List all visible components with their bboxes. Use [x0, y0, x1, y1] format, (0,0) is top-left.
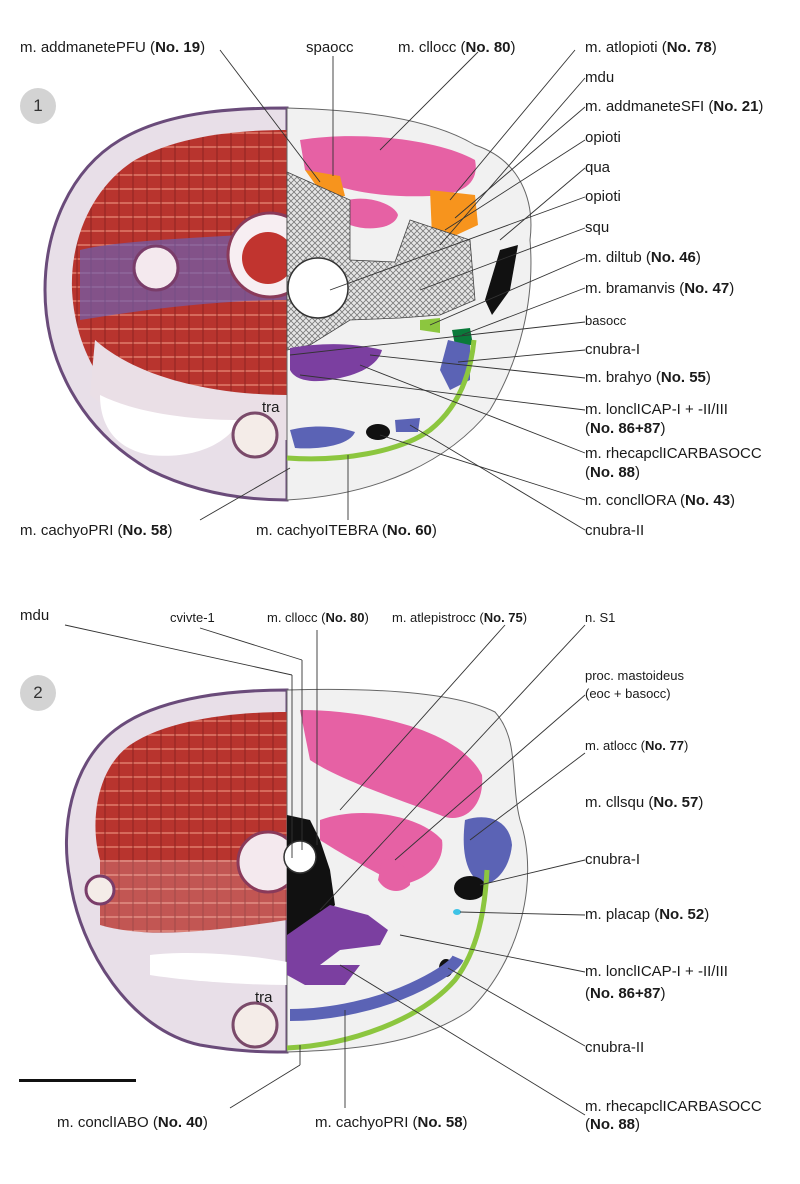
label-cachyotebra: m. cachyoITEBRA (No. 60): [256, 522, 437, 539]
label-squ: squ: [585, 219, 610, 236]
label-rhecap-2: m. rhecapclICARBASOCC: [585, 1098, 762, 1115]
label-cnubra-1: cnubra-I: [585, 341, 641, 358]
label-mdu: mdu: [585, 69, 615, 86]
label-lonccap-2: m. lonclICAP-I + -II/III: [585, 963, 728, 980]
panel-2-leader-lines: [64, 624, 586, 1116]
label-cachyopri-2: m. cachyoPRI (No. 58): [315, 1114, 468, 1131]
label-opioti-2: opioti: [585, 188, 621, 205]
panel-1-leader-lines: [199, 49, 586, 531]
label-cnubra-2: cnubra-II: [585, 522, 645, 539]
label-basocc: basocc: [585, 313, 627, 328]
label-n-s1: n. S1: [585, 610, 616, 625]
label-proc: proc. mastoideus: [585, 668, 684, 683]
label-diltub: m. diltub (No. 46): [585, 249, 701, 266]
label-placap: m. placap (No. 52): [585, 906, 710, 923]
label-cachyopri: m. cachyoPRI (No. 58): [20, 522, 173, 539]
label-cllocc: m. cllocc (No. 80): [398, 39, 516, 56]
label-opioti-1: opioti: [585, 129, 621, 146]
panel-2-schematic: [283, 688, 529, 1053]
label-atlepistrocc: m. atlepistrocc (No. 75): [392, 610, 528, 625]
label-concllora: m. concllORA (No. 43): [585, 492, 736, 509]
label-proc-2: (eoc + basocc): [585, 686, 671, 701]
label-tra-2: tra: [255, 989, 273, 1006]
label-tra: tra: [262, 399, 280, 416]
panel-2-badge: 2: [20, 675, 56, 711]
label-bramanvis: m. bramanvis (No. 47): [585, 280, 735, 297]
label-rhecap-num-2: (No. 88): [585, 1116, 641, 1133]
panel-2-histology: [64, 688, 300, 1054]
label-cnubra-2-2: cnubra-II: [585, 1039, 645, 1056]
label-rhecap: m. rhecapclICARBASOCC: [585, 445, 762, 462]
scale-bar: [19, 1079, 136, 1082]
panel-1-histology: [43, 106, 314, 502]
label-atlocc: m. atlocc (No. 77): [585, 738, 689, 753]
label-cnubra-1-2: cnubra-I: [585, 851, 641, 868]
panel-1-schematic: [286, 107, 532, 501]
label-brahyo: m. brahyo (No. 55): [585, 369, 711, 386]
label-lonccap: m. lonclICAP-I + -II/III: [585, 401, 728, 418]
label-conclabo: m. conclIABO (No. 40): [57, 1114, 208, 1131]
label-spaocc: spaocc: [306, 39, 354, 56]
label-addmanetepfu: m. addmanetePFU (No. 19): [20, 39, 206, 56]
label-cllocc-2: m. cllocc (No. 80): [267, 610, 369, 625]
label-atlopioti: m. atlopioti (No. 78): [585, 39, 717, 56]
label-qua: qua: [585, 159, 611, 176]
panel-1-badge: 1: [20, 88, 56, 124]
label-cllsqu: m. cllsqu (No. 57): [585, 794, 704, 811]
label-cvivte: cvivte-1: [170, 610, 215, 625]
label-addmanetesfi: m. addmaneteSFI (No. 21): [585, 98, 764, 115]
label-lonccap-num-2: (No. 86+87): [585, 985, 666, 1002]
label-lonccap-num: (No. 86+87): [585, 420, 666, 437]
label-mdu-2: mdu: [20, 607, 50, 624]
label-rhecap-num: (No. 88): [585, 464, 641, 481]
